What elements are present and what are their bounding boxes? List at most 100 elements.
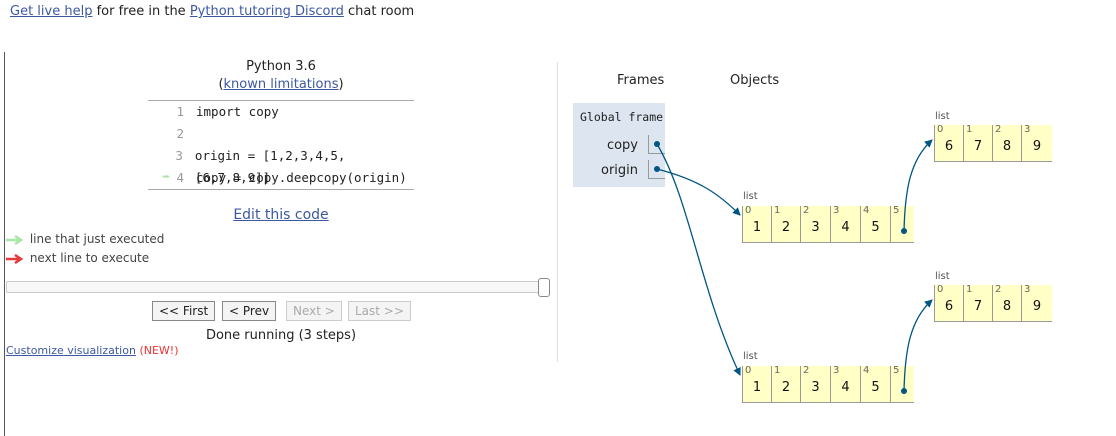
list-value: 6 (944, 139, 954, 154)
list-index: 3 (833, 205, 840, 216)
code-line: 2 (148, 123, 414, 145)
list-bottom-border (742, 242, 914, 243)
execution-slider-handle[interactable] (538, 278, 550, 297)
list-value: 7 (973, 299, 983, 314)
list-value: 9 (1032, 139, 1042, 154)
list-index: 3 (1024, 284, 1031, 295)
list-index: 1 (966, 124, 973, 135)
known-limitations-link[interactable]: known limitations (223, 77, 339, 92)
list-index: 5 (893, 365, 900, 376)
code-line: 3 origin = [1,2,3,4,5,[6,7,8,9]] (148, 145, 414, 185)
list-index: 0 (745, 365, 752, 376)
list-index: 5 (893, 205, 900, 216)
list-index: 0 (937, 124, 944, 135)
list-index: 1 (774, 205, 781, 216)
list-index: 2 (803, 205, 810, 216)
line-number: 2 (176, 126, 184, 141)
list-index: 2 (803, 365, 810, 376)
global-frame-title: Global frame (580, 110, 664, 124)
list-value: 6 (944, 299, 954, 314)
frames-header: Frames (617, 73, 665, 88)
panel-divider (557, 62, 558, 362)
discord-link[interactable]: Python tutoring Discord (189, 4, 344, 19)
pointer-arrow (656, 143, 741, 376)
list-index: 4 (863, 365, 870, 376)
banner-text-1: for free in the (96, 4, 186, 19)
var-origin-value-box (648, 160, 665, 179)
list-index: 0 (937, 284, 944, 295)
list-value: 2 (781, 220, 791, 235)
list-value: 1 (752, 380, 762, 395)
pointer-arrow (656, 168, 741, 216)
list-value: 5 (871, 220, 880, 235)
var-copy: copy (606, 138, 638, 153)
list-value: 4 (841, 220, 850, 235)
list-label: list (935, 111, 950, 122)
legend-next-line: next line to execute (6, 251, 149, 265)
code-display: 1 import copy 2 3 origin = [1,2,3,4,5,[6… (148, 100, 414, 190)
list-value: 4 (841, 380, 850, 395)
next-button[interactable]: Next > (286, 301, 342, 321)
list-label: list (935, 271, 950, 282)
customize-link[interactable]: Customize visualization (6, 344, 136, 357)
list-value: 1 (752, 220, 762, 235)
var-origin: origin (600, 163, 638, 178)
edit-code-container: Edit this code (148, 207, 414, 223)
line-number: 1 (176, 104, 184, 119)
list-bottom-border (742, 402, 914, 403)
list-value: 5 (871, 380, 880, 395)
legend-next-line-label: next line to execute (29, 251, 150, 265)
list-value: 7 (973, 139, 983, 154)
first-button[interactable]: << First (152, 301, 216, 321)
list-index: 2 (995, 284, 1002, 295)
code-line: ➡ 4 copy = copy.deepcopy(origin) (148, 167, 414, 189)
last-button[interactable]: Last >> (348, 301, 411, 321)
code-text: origin = [1,2,3,4,5,[6,7,8,9]] (194, 148, 346, 185)
list-cell: 5 (890, 365, 914, 402)
top-banner: Get live help for free in the Python tut… (10, 4, 414, 19)
list-value: 2 (781, 380, 791, 395)
var-copy-value-box (648, 135, 665, 154)
open-paren: ( (218, 77, 224, 92)
list-value: 8 (1002, 139, 1012, 154)
live-help-link[interactable]: Get live help (10, 4, 93, 19)
red-arrow-icon (6, 253, 24, 264)
list-index: 0 (745, 205, 752, 216)
list-index: 4 (863, 205, 870, 216)
left-border (4, 52, 5, 436)
list-value: 3 (811, 220, 820, 235)
list-value: 3 (811, 380, 820, 395)
status-text: Done running (3 steps) (205, 328, 357, 343)
code-text: copy = copy.deepcopy(origin) (196, 170, 407, 185)
python-version: Python 3.6 (246, 59, 316, 74)
execution-slider-track[interactable] (6, 281, 550, 293)
list-bottom-border (934, 321, 1052, 322)
line-number: 4 (176, 170, 184, 185)
list-label: list (743, 191, 758, 202)
list-index: 3 (833, 365, 840, 376)
language-header: Python 3.6 (known limitations) (148, 58, 414, 94)
list-index: 3 (1024, 124, 1031, 135)
banner-text-2: chat room (348, 4, 415, 19)
just-executed-arrow-icon: ➡ (162, 170, 170, 185)
new-badge: (NEW!) (139, 344, 179, 357)
code-line: 1 import copy (148, 101, 414, 123)
prev-button[interactable]: < Prev (222, 301, 277, 321)
edit-code-link[interactable]: Edit this code (233, 207, 329, 223)
global-frame (573, 103, 665, 187)
